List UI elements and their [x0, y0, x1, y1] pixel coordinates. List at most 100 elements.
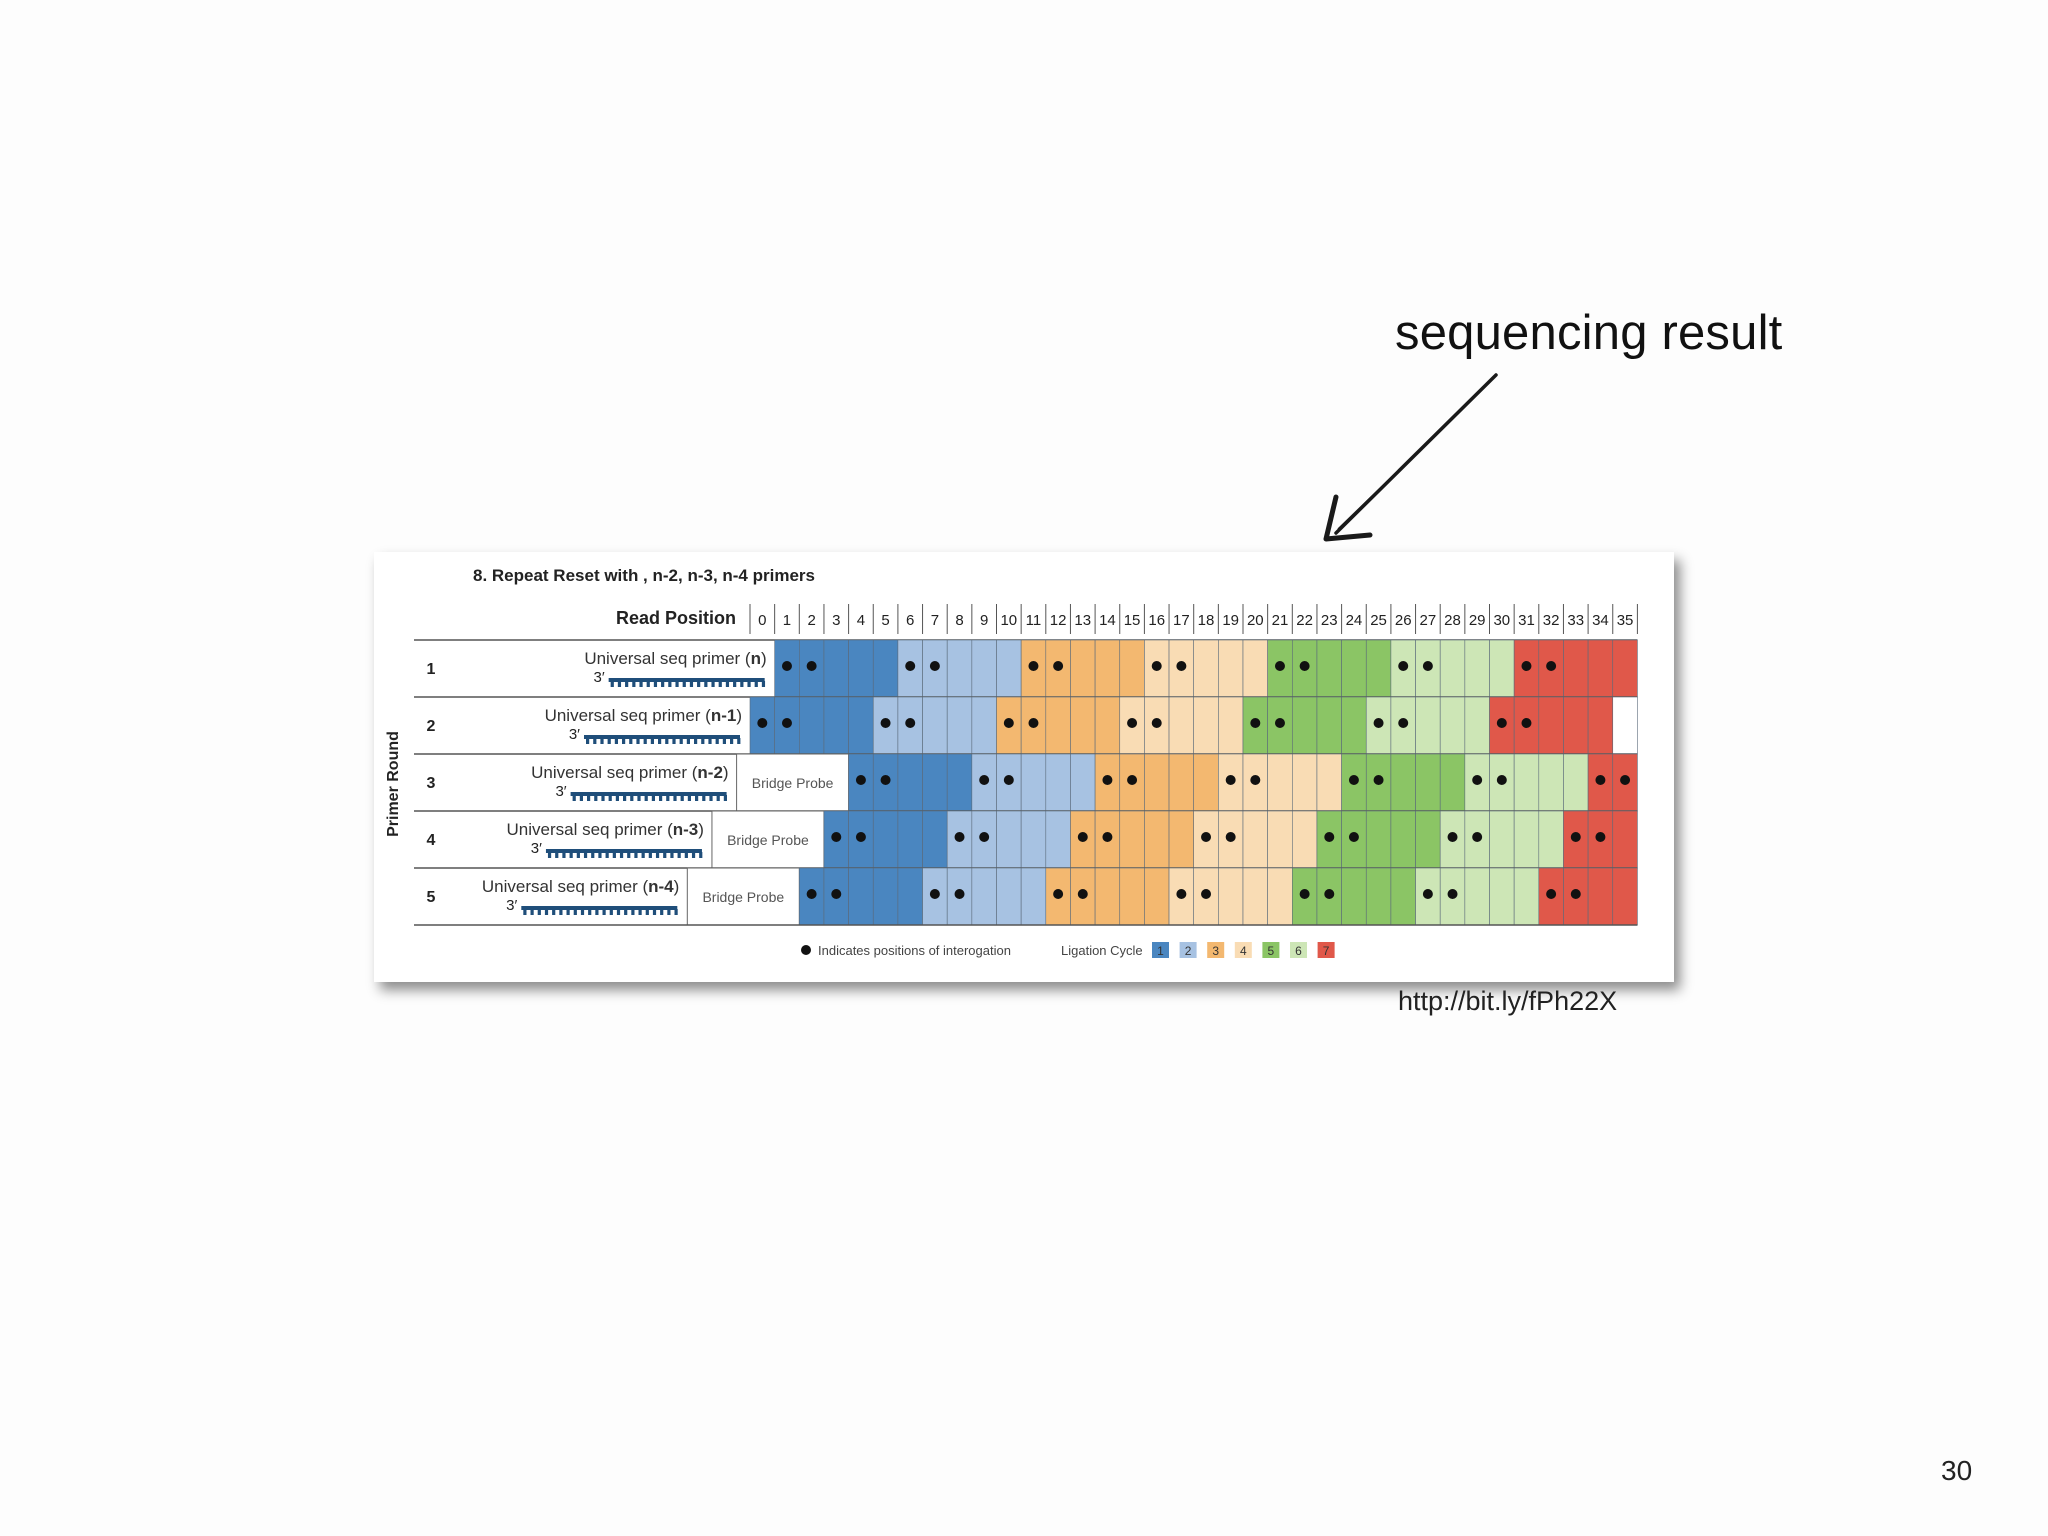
oligo-tooth	[652, 909, 657, 915]
round-number: 5	[427, 889, 436, 906]
round-number: 1	[427, 661, 436, 678]
legend-cycle-swatch	[1290, 942, 1307, 958]
oligo-tooth	[702, 795, 706, 801]
position-header-33: 33	[1567, 612, 1584, 629]
cycle-cell	[1439, 753, 1466, 812]
interrogation-dot	[1422, 661, 1433, 671]
position-header-16: 16	[1148, 612, 1165, 629]
oligo-tooth	[711, 681, 715, 687]
interrogation-dot	[1373, 718, 1384, 728]
primer-oligo-icon	[521, 906, 678, 910]
legend-cycle-swatch	[1262, 942, 1280, 958]
interrogation-dot	[1570, 889, 1581, 899]
oligo-tooth	[625, 681, 629, 687]
position-header-20: 20	[1247, 612, 1264, 629]
cycle-cell	[1464, 639, 1490, 698]
oligo-tooth	[636, 738, 640, 744]
cycle-cell	[1020, 810, 1047, 869]
oligo-tooth	[619, 852, 624, 858]
position-header-11: 11	[1026, 612, 1042, 629]
oligo-tooth	[737, 738, 741, 744]
cycle-cell	[1291, 696, 1318, 755]
oligo-tooth	[530, 909, 534, 915]
oligo-tooth	[602, 909, 606, 915]
oligo-tooth	[645, 909, 649, 915]
interrogation-dot	[1447, 889, 1458, 899]
oligo-tooth	[600, 738, 604, 744]
cycle-cell	[1193, 753, 1219, 812]
oligo-tooth	[641, 852, 645, 858]
position-header-22: 22	[1296, 612, 1313, 629]
interrogation-dot	[781, 661, 792, 671]
oligo-tooth	[544, 909, 549, 915]
bridge-probe-box	[736, 753, 850, 812]
oligo-tooth	[672, 738, 676, 744]
position-header-10: 10	[1000, 612, 1017, 629]
interrogation-dot	[1546, 661, 1557, 671]
cycle-cell	[1464, 867, 1490, 926]
oligo-tooth	[722, 738, 726, 744]
oligo-tooth	[663, 852, 667, 858]
round-number: 4	[427, 832, 436, 849]
oligo-tooth	[689, 681, 694, 687]
oligo-tooth	[658, 738, 662, 744]
cycle-cell	[1489, 639, 1515, 698]
oligo-tooth	[704, 681, 708, 687]
position-header-5: 5	[881, 612, 889, 629]
interrogation-dot	[1028, 718, 1039, 728]
interrogation-dot	[831, 832, 842, 842]
page-number: 30	[1941, 1455, 1973, 1486]
oligo-tooth	[608, 795, 612, 801]
oligo-tooth	[586, 738, 590, 744]
source-url[interactable]: http://bit.ly/fPh22X	[1398, 986, 1618, 1016]
legend-dot-icon	[801, 945, 811, 955]
interrogation-dot	[1324, 832, 1335, 842]
cycle-cell	[1168, 810, 1194, 869]
oligo-tooth	[668, 681, 672, 687]
legend-cycle-number: 5	[1268, 944, 1275, 958]
cycle-cell	[1193, 639, 1219, 698]
oligo-tooth	[630, 795, 634, 801]
legend-cycle-swatch	[1152, 942, 1169, 958]
cycle-cell	[1267, 810, 1293, 869]
oligo-tooth	[686, 738, 690, 744]
cycle-cell	[1119, 639, 1145, 698]
oligo-tooth	[617, 681, 622, 687]
oligo-tooth	[679, 738, 683, 744]
position-header-27: 27	[1420, 612, 1437, 629]
oligo-tooth	[644, 795, 648, 801]
primer-oligo-icon	[608, 678, 765, 682]
interrogation-dot	[1250, 775, 1261, 785]
three-prime-label: 3′	[555, 783, 566, 800]
interrogation-dot	[1595, 832, 1606, 842]
position-header-30: 30	[1493, 612, 1510, 629]
interrogation-dot	[1299, 889, 1310, 899]
bridge-probe-label: Bridge Probe	[702, 889, 784, 905]
oligo-tooth	[718, 681, 722, 687]
oligo-tooth	[680, 795, 684, 801]
annotation-label: sequencing result	[1395, 306, 1783, 360]
cycle-cell	[897, 867, 923, 926]
oligo-tooth	[579, 795, 583, 801]
primer-round-label: Primer Round	[385, 731, 402, 837]
legend-cycle-number: 4	[1240, 944, 1247, 958]
three-prime-label: 3′	[569, 726, 580, 743]
cycle-cell	[971, 867, 997, 926]
cycle-cell	[1390, 867, 1416, 926]
oligo-tooth	[694, 738, 698, 744]
oligo-tooth	[701, 738, 705, 744]
oligo-tooth	[695, 795, 699, 801]
position-header-35: 35	[1617, 612, 1634, 629]
oligo-tooth	[572, 795, 576, 801]
cycle-cell	[1439, 696, 1466, 755]
interrogation-dot	[1398, 718, 1409, 728]
oligo-tooth	[661, 681, 665, 687]
interrogation-dot	[806, 661, 817, 671]
legend-cycle-swatch	[1207, 942, 1225, 958]
oligo-tooth	[559, 909, 563, 915]
cycle-cell	[872, 639, 899, 698]
position-header-0: 0	[758, 612, 766, 629]
interrogation-dot	[1201, 832, 1212, 842]
